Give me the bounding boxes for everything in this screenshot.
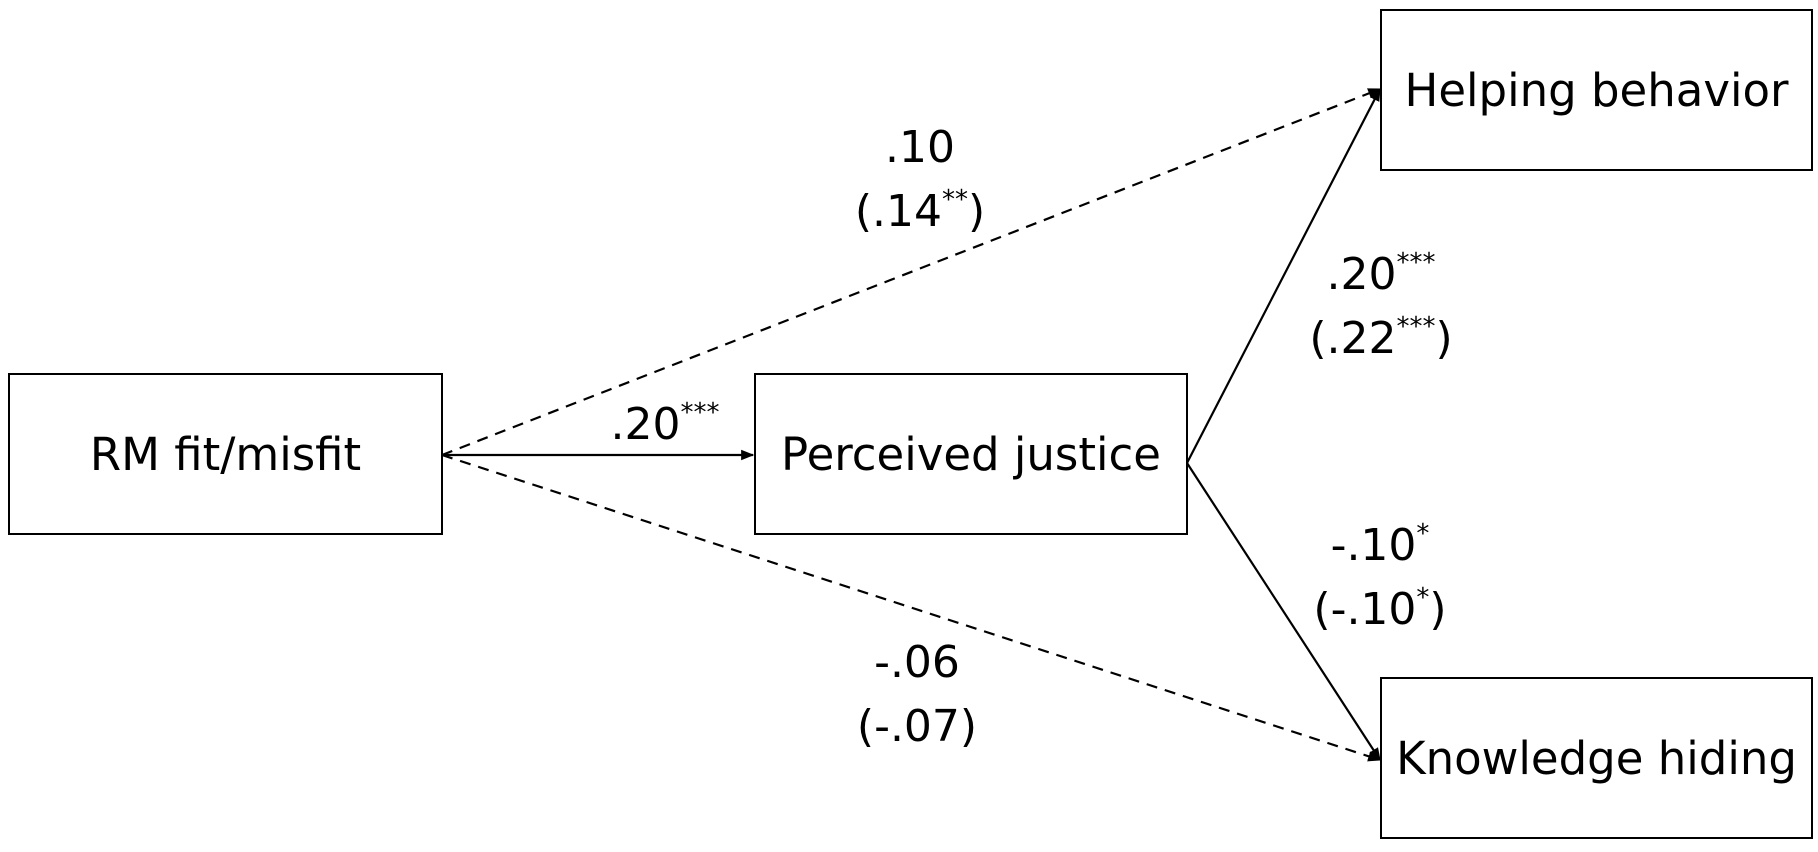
arrow-rm-to-helping	[441, 87, 1382, 457]
label-justice-to-knowledge: -.10* (-.10*)	[1313, 514, 1446, 642]
indirect-justice-to-knowledge: (-.10*)	[1313, 583, 1447, 635]
arrow-justice-to-helping	[1186, 87, 1381, 464]
label-rm-to-knowledge: -.06 (-.07)	[857, 631, 977, 759]
node-justice-label: Perceived justice	[781, 427, 1161, 481]
label-rm-to-helping: .10 (.14**)	[855, 116, 985, 244]
arrow-justice-to-knowledge	[1186, 462, 1381, 762]
node-perceived-justice: Perceived justice	[754, 373, 1188, 535]
coef-justice-to-helping: .20***	[1326, 248, 1436, 300]
node-helping-label: Helping behavior	[1404, 63, 1789, 117]
node-helping-behavior: Helping behavior	[1380, 9, 1813, 171]
indirect-rm-to-helping: (.14**)	[854, 185, 986, 237]
indirect-justice-to-helping: (.22***)	[1309, 312, 1453, 364]
coef-justice-to-knowledge: -.10*	[1330, 519, 1430, 571]
indirect-rm-to-knowledge: (-.07)	[856, 701, 978, 752]
node-rm-label: RM fit/misfit	[89, 427, 362, 481]
node-knowledge-hiding: Knowledge hiding	[1380, 677, 1813, 839]
coef-rm-to-justice: .20***	[610, 398, 720, 450]
coef-rm-to-knowledge: -.06	[874, 637, 960, 688]
label-justice-to-helping: .20*** (.22***)	[1309, 243, 1452, 371]
coef-rm-to-helping: .10	[885, 122, 955, 173]
arrow-rm-to-knowledge	[441, 453, 1382, 762]
node-knowledge-label: Knowledge hiding	[1396, 731, 1797, 785]
node-rm-fit-misfit: RM fit/misfit	[8, 373, 443, 535]
label-rm-to-justice: .20***	[611, 393, 720, 457]
